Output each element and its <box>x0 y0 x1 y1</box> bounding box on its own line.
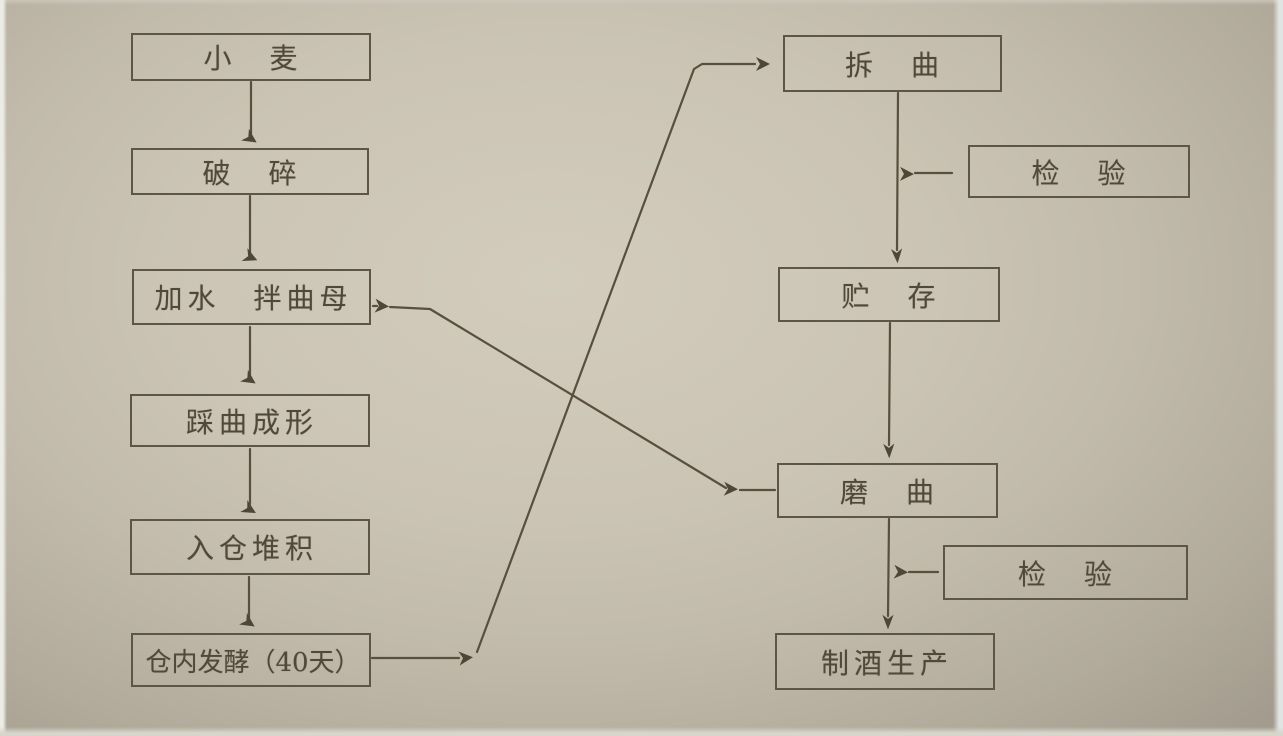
node-ferment-label: 仓内发酵（40天） <box>145 647 361 678</box>
arrow-crush-to-add-water <box>241 194 261 267</box>
node-crush-label: 破 碎 <box>202 156 302 190</box>
node-stack-in-warehouse: 入仓堆积 <box>130 519 370 575</box>
node-tread-label: 踩曲成形 <box>185 405 318 439</box>
node-grind-label: 磨 曲 <box>839 475 939 509</box>
node-dismantle-label: 拆 曲 <box>844 48 944 82</box>
node-tread-qu-into-shape: 踩曲成形 <box>130 394 370 447</box>
node-inspection-top-label: 检 验 <box>1031 156 1131 190</box>
node-crush: 破 碎 <box>131 148 369 195</box>
arrow-stack-to-ferment <box>239 575 259 633</box>
node-grind-qu: 磨 曲 <box>777 463 998 518</box>
arrow-dismantle-to-storage <box>890 91 904 264</box>
node-inspection-top: 检 验 <box>968 145 1190 198</box>
node-ferment-40-days: 仓内发酵（40天） <box>131 633 371 687</box>
arrow-storage-to-grind <box>883 321 895 459</box>
node-storage: 贮 存 <box>778 267 1000 322</box>
arrow-dismantle-to-inspection-top <box>899 166 954 182</box>
node-stack-label: 入仓堆积 <box>185 532 318 565</box>
node-add-water-label: 加水 拌曲母 <box>154 282 353 315</box>
node-inspection-bottom-label: 检 验 <box>1017 557 1117 591</box>
arrow-tread-to-stack <box>240 447 260 520</box>
arrow-ferment-to-dismantle <box>370 57 770 666</box>
arrow-wheat-to-crush <box>241 80 261 149</box>
node-inspection-bottom: 检 验 <box>943 545 1188 600</box>
arrow-add-water-to-grind <box>371 298 777 497</box>
node-liquor-production: 制酒生产 <box>775 633 995 690</box>
arrow-add-water-to-tread <box>240 325 260 390</box>
node-wheat: 小 麦 <box>131 33 371 81</box>
arrow-grind-to-liquor <box>882 517 894 630</box>
node-storage-label: 贮 存 <box>841 279 941 313</box>
node-liquor-label: 制酒生产 <box>820 646 953 680</box>
node-wheat-label: 小 麦 <box>203 42 303 75</box>
node-add-water-mix-qu-mother: 加水 拌曲母 <box>132 269 371 325</box>
arrow-grind-to-inspection-bottom <box>893 564 940 580</box>
node-dismantle-qu: 拆 曲 <box>783 35 1002 92</box>
